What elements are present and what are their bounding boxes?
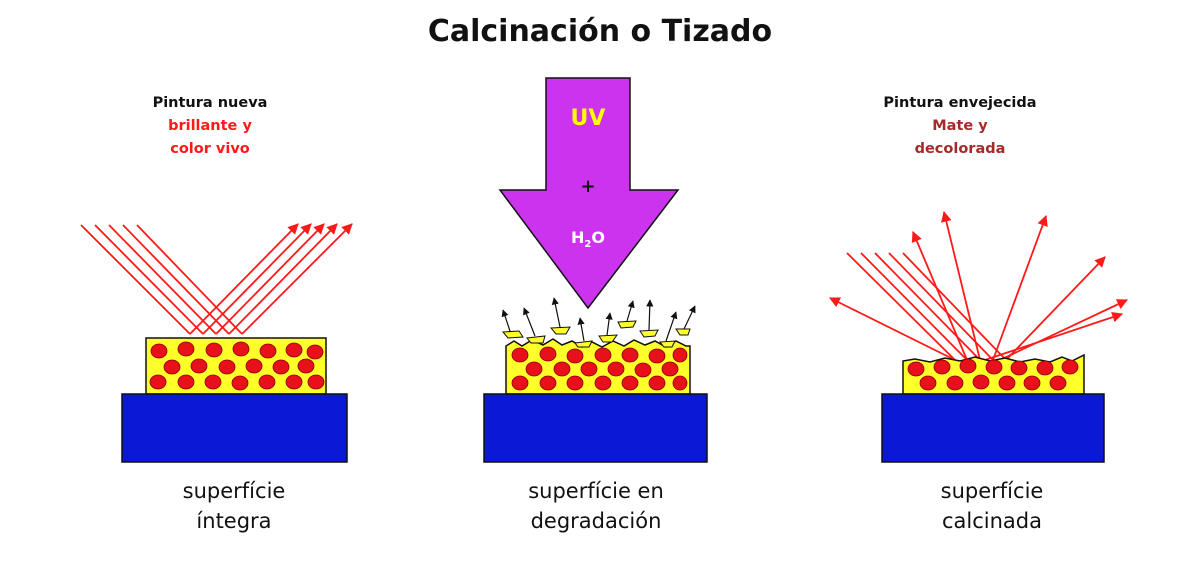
uv-arrow: [498, 77, 680, 310]
left-caption-line1: superfície: [182, 479, 286, 503]
middle-panel: UV + H2O: [483, 77, 708, 463]
right-pigment-particles: [907, 358, 1079, 391]
released-fragments: [501, 320, 691, 348]
right-scattered-rays: [829, 210, 1128, 361]
h2o-subscript: 2: [584, 239, 591, 250]
fragment-release-arrows: [501, 297, 696, 342]
right-caption-line2: calcinada: [941, 509, 1042, 533]
right-caption: superfície calcinada: [872, 476, 1112, 536]
new-paint-heading: Pintura nueva: [152, 95, 268, 111]
h2o-o: O: [591, 228, 605, 247]
right-panel: [829, 210, 1128, 463]
plus-sign: +: [580, 176, 595, 197]
left-reflected-rays: [189, 223, 353, 335]
diagram-title: Calcinación o Tizado: [427, 14, 773, 49]
left-caption: superfície íntegra: [114, 476, 354, 536]
new-paint-label: Pintura nueva brillante y color vivo: [110, 92, 310, 161]
aged-paint-label: Pintura envejecida Mate y decolorada: [855, 92, 1065, 161]
aged-paint-heading: Pintura envejecida: [883, 95, 1037, 111]
middle-caption-line2: degradación: [530, 509, 662, 533]
left-caption-line2: íntegra: [196, 509, 272, 533]
right-caption-line1: superfície: [940, 479, 1044, 503]
aged-paint-desc-2: decolorada: [914, 141, 1006, 157]
left-incident-rays: [80, 224, 243, 335]
aged-paint-desc-1: Mate y: [932, 118, 988, 134]
middle-pigment-particles: [511, 346, 688, 391]
middle-caption: superfície en degradación: [466, 476, 726, 536]
right-incident-rays: [846, 252, 1007, 361]
new-paint-desc-2: color vivo: [170, 141, 250, 157]
h2o-h: H: [571, 228, 584, 247]
middle-substrate: [483, 393, 708, 463]
left-pigment-particles: [149, 341, 325, 391]
left-substrate: [121, 393, 348, 463]
left-panel: [80, 223, 353, 463]
uv-label: UV: [571, 106, 606, 131]
h2o-label: H2O: [571, 228, 605, 250]
middle-caption-line1: superfície en: [528, 479, 664, 503]
new-paint-desc-1: brillante y: [168, 118, 252, 134]
right-substrate: [881, 393, 1105, 463]
